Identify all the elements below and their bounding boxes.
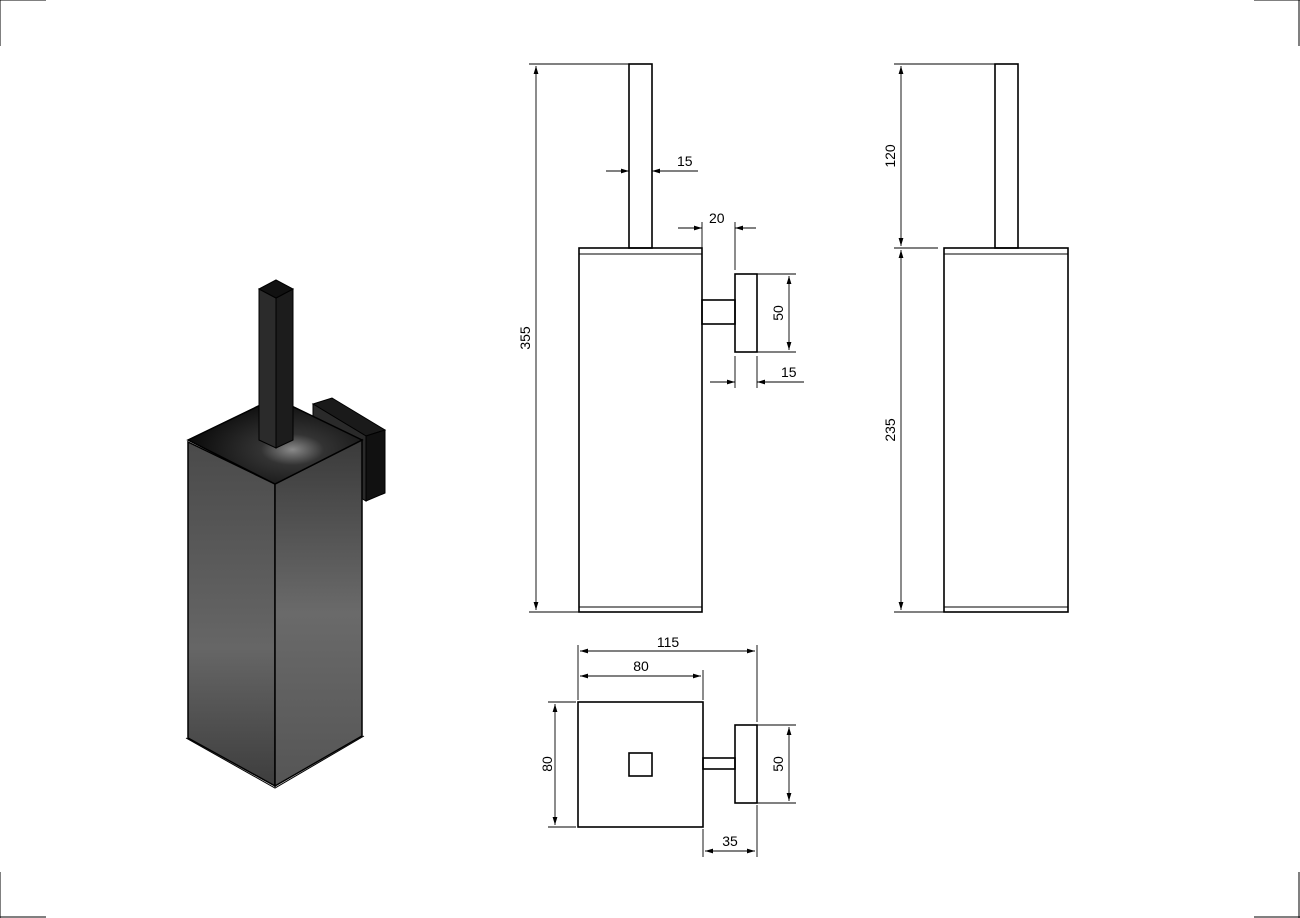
dim-label-50-front: 50: [770, 305, 786, 321]
plan-view: [577, 701, 758, 828]
front-view: [578, 63, 758, 613]
side-view-dimensions: [894, 63, 995, 613]
dim-label-115: 115: [657, 634, 680, 650]
dim-label-35: 35: [722, 833, 738, 849]
body-right-face: [274, 438, 363, 788]
handle-top: [257, 279, 295, 299]
dim-label-120: 120: [882, 144, 898, 168]
dim-label-20: 20: [709, 210, 725, 226]
dim-label-15-handle: 15: [677, 153, 693, 169]
dim-label-80-top: 80: [633, 658, 649, 674]
isometric-render: [185, 279, 387, 789]
handle-left: [258, 288, 277, 449]
front-view-dimensions: [529, 63, 804, 613]
dim-label-50-plan: 50: [770, 756, 786, 772]
dim-label-15-bracket: 15: [781, 364, 797, 380]
dim-label-80-left: 80: [539, 756, 555, 772]
bracket-face: [365, 429, 386, 502]
dim-label-235: 235: [882, 418, 898, 442]
body-left-face: [187, 440, 276, 788]
handle-right: [275, 288, 294, 449]
plan-view-dimensions: [548, 645, 796, 857]
side-view: [943, 63, 1069, 613]
dim-label-355: 355: [517, 326, 533, 350]
dimension-labels: 355 15 20 50 15 120 235 115 80 80 50 35: [517, 144, 898, 849]
